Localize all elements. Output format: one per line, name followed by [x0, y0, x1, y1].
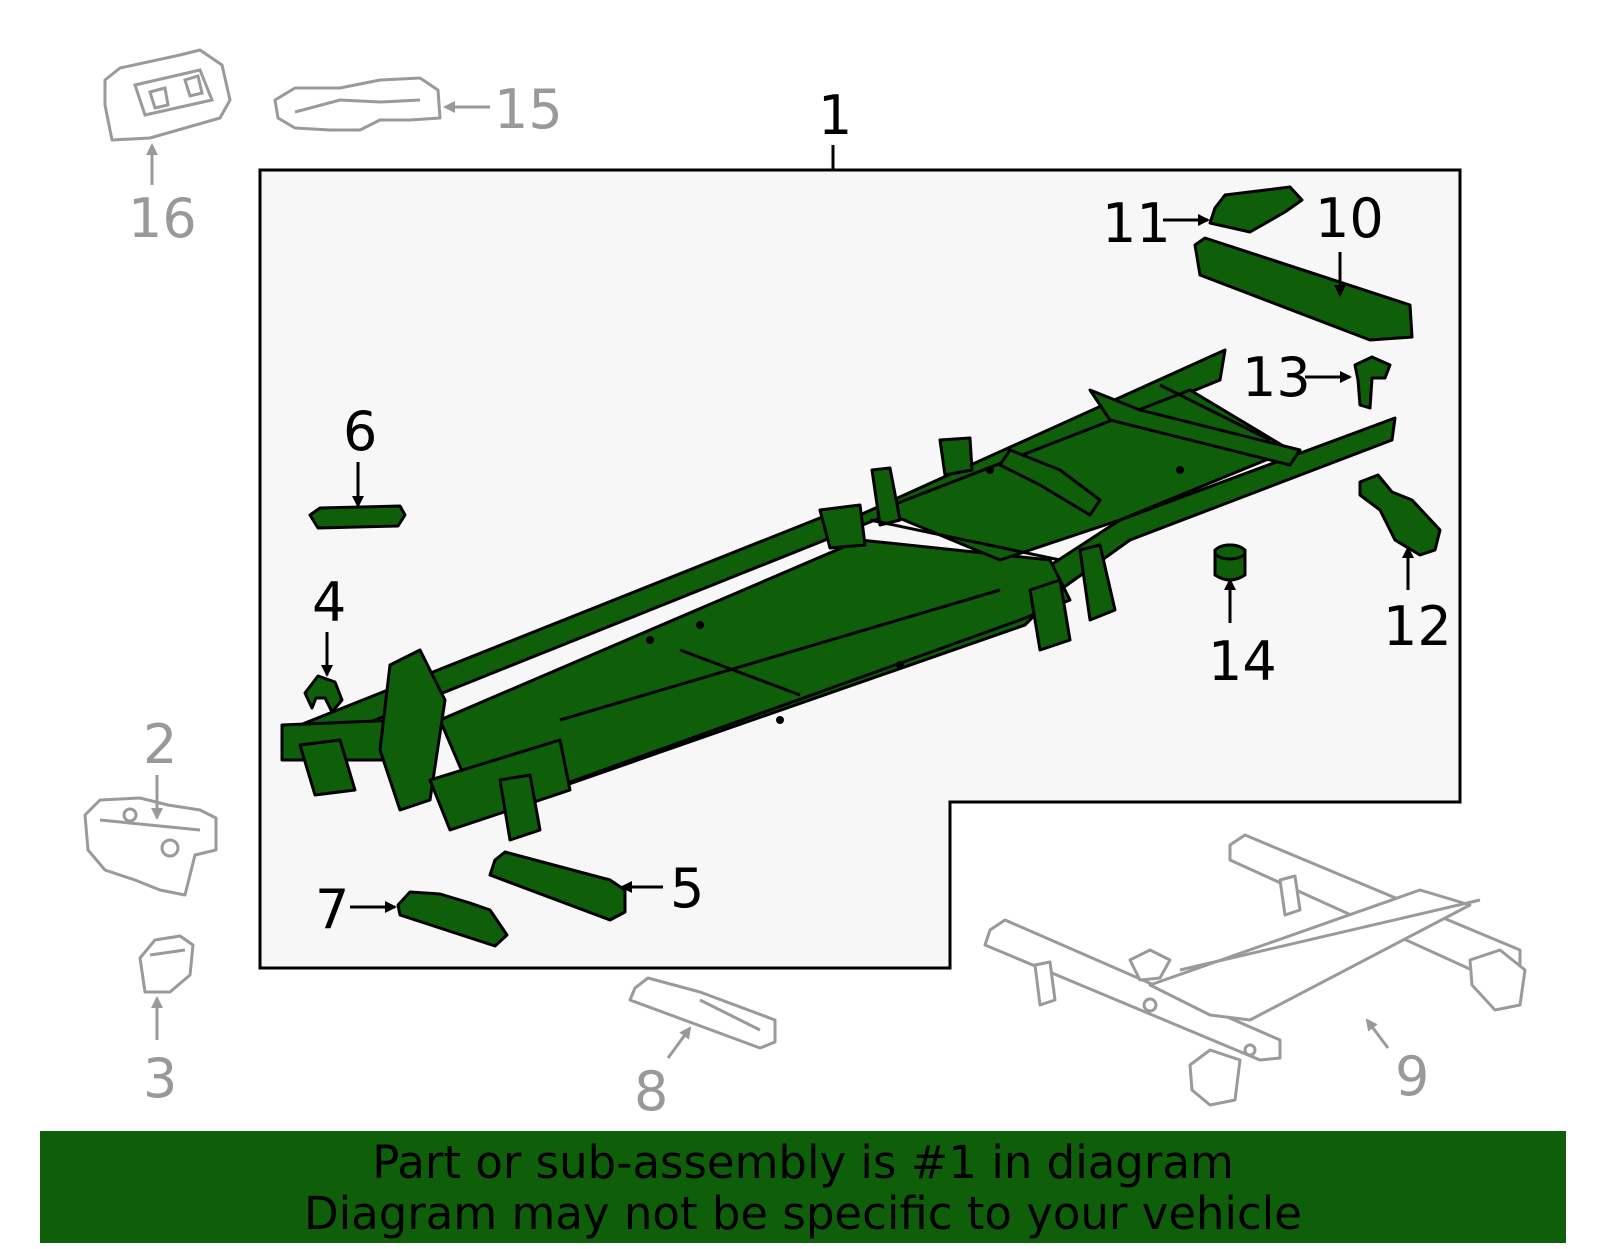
part-10-rear-crossmember[interactable]	[1193, 236, 1414, 342]
notice-banner: Part or sub-assembly is #1 in diagram Di…	[40, 1131, 1566, 1243]
part-13-hook[interactable]	[1353, 355, 1392, 410]
part-15-bracket[interactable]	[273, 76, 442, 132]
callout-16: 16	[128, 187, 197, 250]
callout-7: 7	[315, 878, 349, 941]
callout-8: 8	[634, 1060, 668, 1123]
part-3-pad[interactable]	[138, 934, 195, 994]
part-11-bracket[interactable]	[1208, 185, 1304, 234]
part-8-crossmember[interactable]	[628, 976, 777, 1050]
callout-6: 6	[343, 400, 377, 463]
callout-10: 10	[1315, 187, 1384, 250]
callout-9: 9	[1395, 1045, 1429, 1108]
part-9-frame-section[interactable]	[983, 833, 1527, 1107]
callout-13: 13	[1242, 346, 1311, 409]
arrow-8	[666, 1026, 692, 1059]
part-4-bracket[interactable]	[303, 674, 344, 714]
callout-3: 3	[143, 1047, 177, 1110]
arrow-9	[1365, 1018, 1390, 1049]
part-16-mount[interactable]	[103, 48, 232, 142]
callout-15: 15	[494, 78, 563, 141]
callout-4: 4	[312, 571, 346, 634]
part-5-support[interactable]	[488, 850, 627, 922]
part-7-plate[interactable]	[396, 890, 509, 948]
callout-5: 5	[670, 857, 704, 920]
notice-line-2: Diagram may not be specific to your vehi…	[304, 1187, 1302, 1240]
callout-11: 11	[1102, 192, 1171, 255]
callout-12: 12	[1383, 595, 1452, 658]
callout-2: 2	[143, 713, 177, 776]
callout-14: 14	[1208, 630, 1277, 693]
part-2-mount[interactable]	[83, 796, 218, 897]
part-12-bracket[interactable]	[1358, 473, 1442, 557]
callout-1: 1	[818, 84, 852, 147]
part-14-bumper[interactable]	[1213, 543, 1247, 582]
notice-line-1: Part or sub-assembly is #1 in diagram	[372, 1136, 1234, 1189]
part-6-crossmember-cap[interactable]	[308, 504, 407, 530]
frame-assembly[interactable]	[280, 348, 1397, 842]
